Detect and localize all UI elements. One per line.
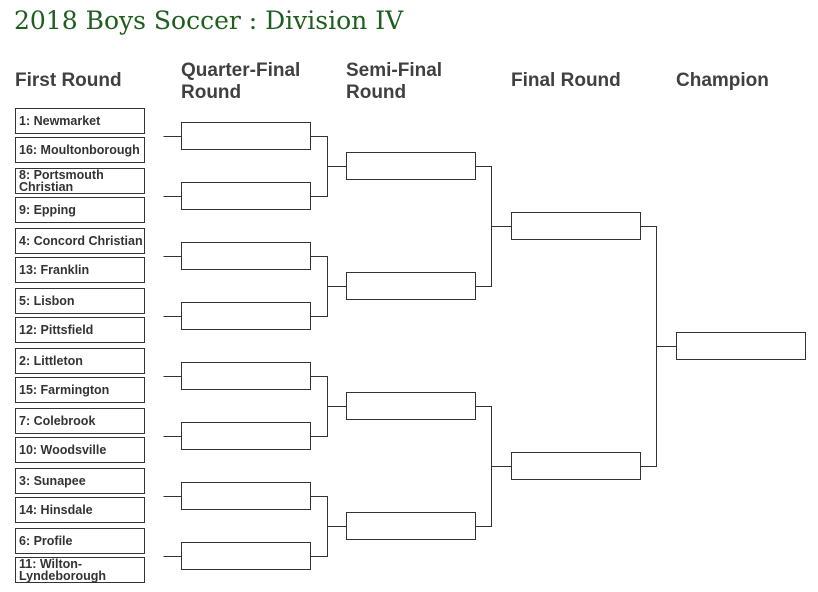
bracket-connector (476, 406, 492, 527)
team-slot: 14: Hinsdale (15, 497, 145, 523)
bracket-connector (311, 256, 328, 317)
quarter-final-slot (181, 542, 311, 570)
semi-final-slot (346, 512, 476, 540)
quarter-final-slot (181, 362, 311, 390)
team-slot: 12: Pittsfield (15, 317, 145, 343)
team-slot: 6: Profile (15, 528, 145, 554)
team-slot: 5: Lisbon (15, 288, 145, 314)
round-heading-semi-final: Semi-Final Round (346, 60, 443, 103)
team-slot: 7: Colebrook (15, 408, 145, 434)
team-slot: 13: Franklin (15, 257, 145, 283)
semi-final-slot (346, 392, 476, 420)
round-heading-first: First Round (15, 70, 122, 91)
team-slot: 2: Littleton (15, 348, 145, 374)
team-slot: 1: Newmarket (15, 108, 145, 134)
team-slot: 16: Moultonborough (15, 137, 145, 163)
bracket-connector (311, 496, 328, 557)
team-slot: 11: Wilton-Lyndeborough (15, 557, 145, 583)
bracket-connector (311, 376, 328, 437)
bracket-connector (641, 226, 657, 467)
quarter-final-slot (181, 122, 311, 150)
semi-final-slot (346, 152, 476, 180)
quarter-final-slot (181, 302, 311, 330)
team-slot: 3: Sunapee (15, 468, 145, 494)
team-slot: 8: Portsmouth Christian (15, 168, 145, 194)
round-heading-champion: Champion (676, 70, 769, 91)
round-heading-final: Final Round (511, 70, 621, 91)
round-heading-quarter-final: Quarter-Final Round (181, 60, 301, 103)
quarter-final-slot (181, 422, 311, 450)
team-slot: 15: Farmington (15, 377, 145, 403)
bracket-connector (476, 166, 492, 287)
quarter-final-slot (181, 242, 311, 270)
bracket-connector (311, 136, 328, 197)
quarter-final-slot (181, 482, 311, 510)
final-round-slot (511, 212, 641, 240)
semi-final-slot (346, 272, 476, 300)
page-title: 2018 Boys Soccer : Division IV (14, 6, 404, 35)
team-slot: 10: Woodsville (15, 437, 145, 463)
team-slot: 9: Epping (15, 197, 145, 223)
final-round-slot (511, 452, 641, 480)
quarter-final-slot (181, 182, 311, 210)
team-slot: 4: Concord Christian (15, 228, 145, 254)
champion-slot (676, 332, 806, 360)
